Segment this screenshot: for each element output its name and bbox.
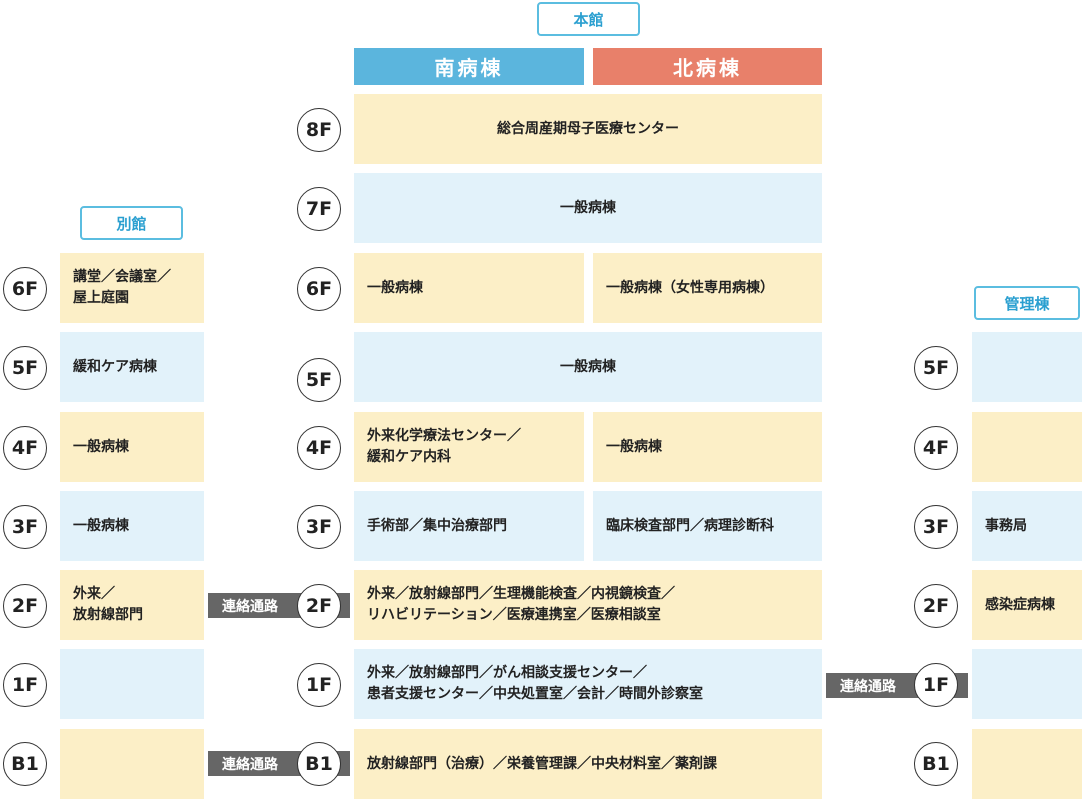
admin-2f-cell: 感染症病棟 [972,570,1082,640]
main-4f-north-cell: 一般病棟 [593,412,822,482]
main-2f-cell: 外来／放射線部門／生理機能検査／内視鏡検査／ リハビリテーション／医療連携室／医… [354,570,822,640]
annex-1f-cell [60,649,204,719]
admin-5f-cell [972,332,1082,402]
admin-floor-5f: 5F [914,346,958,390]
main-floor-b1: B1 [297,742,341,786]
main-floor-1f: 1F [297,663,341,707]
admin-3f-cell: 事務局 [972,491,1082,561]
annex-floor-2f: 2F [3,584,47,628]
admin-floor-b1: B1 [914,742,958,786]
admin-floor-1f: 1F [914,663,958,707]
main-floor-2f: 2F [297,584,341,628]
annex-2f-cell: 外来／ 放射線部門 [60,570,204,640]
main-floor-7f: 7F [297,187,341,231]
annex-floor-1f: 1F [3,663,47,707]
main-floor-4f: 4F [297,426,341,470]
main-floor-6f: 6F [297,267,341,311]
main-3f-south-cell: 手術部／集中治療部門 [354,491,584,561]
annex-6f-cell: 講堂／会議室／ 屋上庭園 [60,253,204,323]
admin-4f-cell [972,412,1082,482]
main-6f-north-cell: 一般病棟（女性専用病棟） [593,253,822,323]
annex-4f-cell: 一般病棟 [60,412,204,482]
annex-3f-cell: 一般病棟 [60,491,204,561]
annex-floor-4f: 4F [3,426,47,470]
main-b1-cell: 放射線部門（治療）／栄養管理課／中央材料室／薬剤課 [354,729,822,799]
annex-b1-cell [60,729,204,799]
admin-floor-2f: 2F [914,584,958,628]
annex-floor-5f: 5F [3,346,47,390]
annex-floor-3f: 3F [3,505,47,549]
admin-b1-cell [972,729,1082,799]
main-building-label: 本館 [537,2,640,36]
admin-1f-cell [972,649,1082,719]
north-wing-header: 北病棟 [593,48,822,85]
main-3f-north-cell: 臨床検査部門／病理診断科 [593,491,822,561]
admin-floor-3f: 3F [914,505,958,549]
main-floor-5f: 5F [297,358,341,402]
main-6f-south-cell: 一般病棟 [354,253,584,323]
main-8f-cell: 総合周産期母子医療センター [354,94,822,164]
south-wing-header: 南病棟 [354,48,584,85]
main-5f-cell: 一般病棟 [354,332,822,402]
main-7f-cell: 一般病棟 [354,173,822,243]
main-1f-cell: 外来／放射線部門／がん相談支援センター／ 患者支援センター／中央処置室／会計／時… [354,649,822,719]
annex-floor-6f: 6F [3,267,47,311]
main-floor-8f: 8F [297,108,341,152]
admin-building-label: 管理棟 [974,286,1080,320]
annex-5f-cell: 緩和ケア病棟 [60,332,204,402]
admin-floor-4f: 4F [914,426,958,470]
annex-floor-b1: B1 [3,742,47,786]
main-4f-south-cell: 外来化学療法センター／ 緩和ケア内科 [354,412,584,482]
main-floor-3f: 3F [297,505,341,549]
annex-building-label: 別館 [80,206,183,240]
